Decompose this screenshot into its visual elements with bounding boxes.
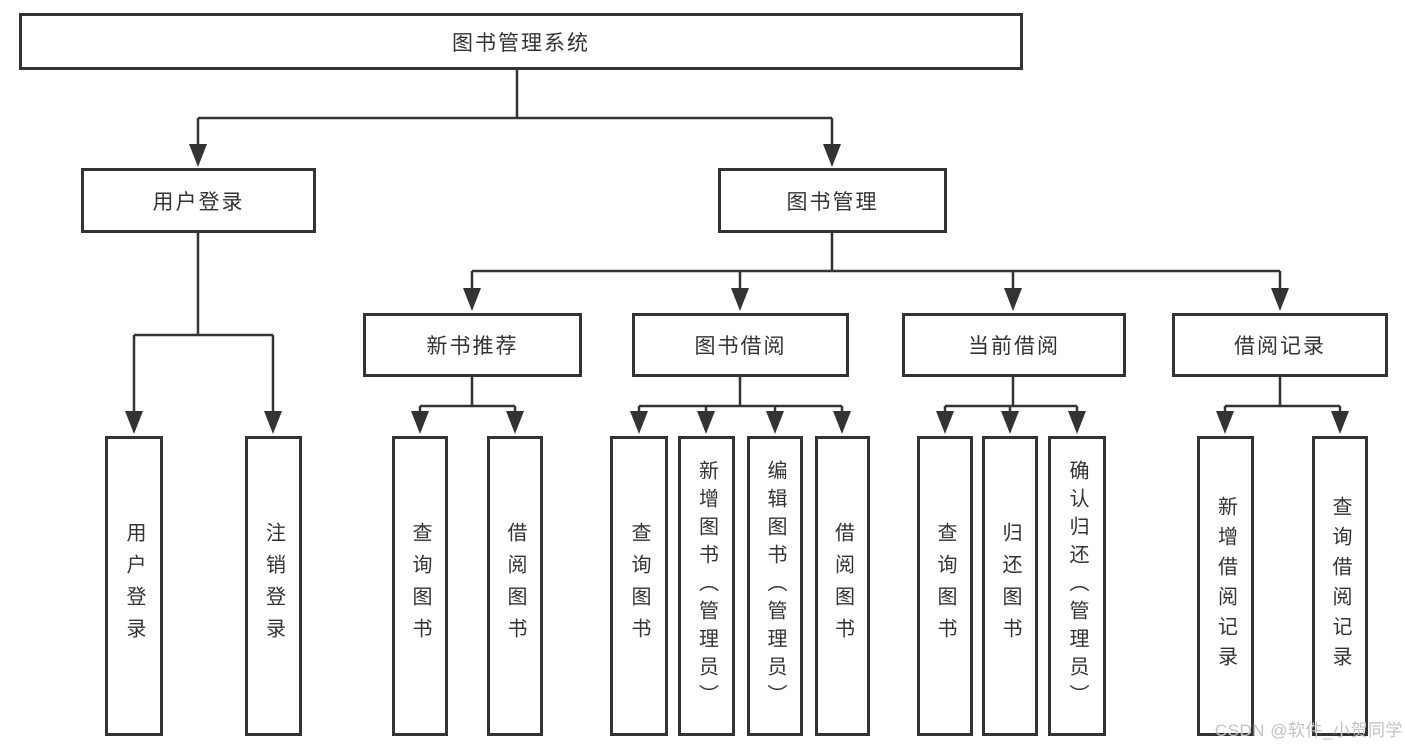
arrowheads xyxy=(125,144,1349,434)
node-label: 图书管理 xyxy=(786,190,879,214)
node-new-book-recommendation: 新书推荐 xyxy=(363,313,582,377)
node-borrowing-records: 借阅记录 xyxy=(1172,313,1388,377)
node-label: 图书借阅 xyxy=(694,335,787,358)
node-label: 查询图书 xyxy=(628,522,650,650)
leaf-borrowing-edit-books-admin: 编辑图书（管理员） xyxy=(747,436,803,736)
leaf-logout: 注销登录 xyxy=(245,436,302,736)
node-label: 用户登录 xyxy=(123,522,145,650)
leaf-borrowing-query-books: 查询图书 xyxy=(610,436,668,736)
node-label: 借阅图书 xyxy=(831,522,854,650)
leaf-records-add-borrow-record: 新增借阅记录 xyxy=(1197,436,1254,736)
node-user-login: 用户登录 xyxy=(81,168,316,233)
node-library-system: 图书管理系统 xyxy=(19,13,1023,70)
node-label: 确认归还（管理员） xyxy=(1066,460,1088,712)
csdn-watermark: CSDN @软件_小贺同学 xyxy=(1214,721,1403,740)
node-label: 编辑图书（管理员） xyxy=(764,460,786,712)
leaf-borrowing-borrow-books: 借阅图书 xyxy=(815,436,870,736)
leaf-borrowing-add-books-admin: 新增图书（管理员） xyxy=(678,436,735,736)
node-label: 借阅图书 xyxy=(504,522,526,650)
node-label: 用户登录 xyxy=(152,190,245,214)
node-label: 新增借阅记录 xyxy=(1214,496,1237,676)
leaf-recommend-query-books: 查询图书 xyxy=(392,436,448,736)
node-label: 图书管理系统 xyxy=(452,31,590,55)
tree-edges xyxy=(132,69,1342,415)
leaf-records-query-borrow-record: 查询借阅记录 xyxy=(1312,436,1368,736)
node-label: 新书推荐 xyxy=(426,335,519,358)
node-label: 新增图书（管理员） xyxy=(695,460,718,712)
node-label: 当前借阅 xyxy=(968,335,1060,358)
node-label: 注销登录 xyxy=(262,522,285,650)
leaf-current-confirm-return-admin: 确认归还（管理员） xyxy=(1048,436,1106,736)
leaf-current-return-books: 归还图书 xyxy=(982,436,1038,736)
leaf-current-query-books: 查询图书 xyxy=(917,436,973,736)
leaf-user-login: 用户登录 xyxy=(105,436,163,736)
node-label: 查询借阅记录 xyxy=(1329,496,1351,676)
node-label: 查询图书 xyxy=(409,522,431,650)
node-book-borrowing: 图书借阅 xyxy=(632,313,849,377)
node-current-borrowing: 当前借阅 xyxy=(902,313,1126,377)
node-label: 查询图书 xyxy=(934,522,956,650)
node-label: 借阅记录 xyxy=(1234,335,1326,358)
leaf-recommend-borrow-books: 借阅图书 xyxy=(487,436,543,736)
node-book-management: 图书管理 xyxy=(718,168,947,233)
node-label: 归还图书 xyxy=(999,522,1021,650)
